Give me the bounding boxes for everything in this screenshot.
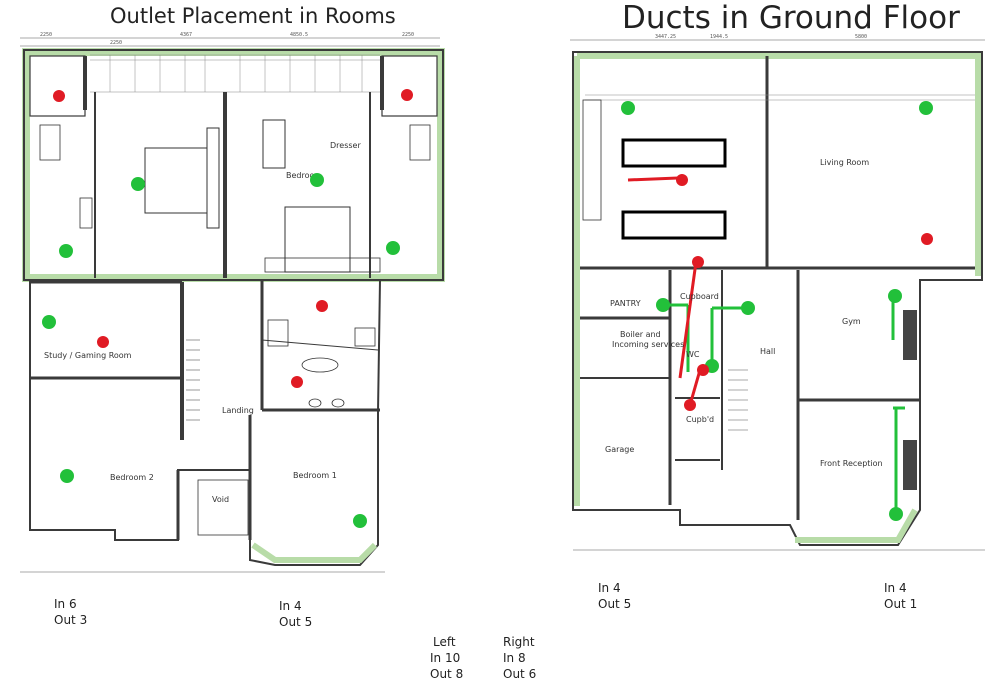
room-label-study: Study / Gaming Room (44, 351, 132, 360)
room-label-incoming: Incoming services (612, 340, 684, 349)
room-label-landing: Landing (222, 406, 254, 415)
extract-outlet-marker (684, 399, 696, 411)
total-left-counts: Left In 10 Out 8 (430, 634, 463, 682)
extract-outlet-marker (316, 300, 328, 312)
dim-ff-4: 4850.5 (290, 32, 308, 38)
room-label-hall: Hall (760, 347, 775, 356)
gf-right-in: In 4 (884, 581, 907, 595)
room-label-wc: WC (686, 350, 700, 359)
supply-inlet-marker (310, 173, 324, 187)
supply-inlet-marker (621, 101, 635, 115)
dim-gf-2: 1944.5 (710, 34, 728, 40)
room-label-front-reception: Front Reception (820, 459, 883, 468)
gf-right-counts: In 4 Out 1 (884, 580, 917, 612)
supply-inlet-marker (919, 101, 933, 115)
extract-outlet-marker (697, 364, 709, 376)
extract-outlet-marker (97, 336, 109, 348)
room-label-gym: Gym (842, 317, 861, 326)
extract-outlet-marker (291, 376, 303, 388)
total-left-in: In 10 (430, 651, 461, 665)
total-right-out: Out 6 (503, 667, 537, 681)
supply-inlet-marker (59, 244, 73, 258)
room-label-pantry: PANTRY (610, 299, 641, 308)
dim-ff-3: 2250 (110, 40, 122, 46)
room-label-void: Void (212, 495, 229, 504)
supply-inlet-marker (353, 514, 367, 528)
ground-floor-title: Ducts in Ground Floor (622, 0, 960, 36)
ff-right-counts: In 4 Out 5 (279, 598, 312, 630)
dim-ff-1: 2250 (40, 32, 52, 38)
gf-left-out: Out 5 (598, 597, 632, 611)
total-right-head: Right (503, 635, 535, 649)
extract-outlet-marker (921, 233, 933, 245)
supply-inlet-marker (131, 177, 145, 191)
ff-left-in: In 6 (54, 597, 77, 611)
duct-lower (621, 210, 727, 240)
first-floor-plan: 2250 4367 2250 4850.5 2250 (20, 32, 445, 573)
room-label-dresser: Dresser (330, 141, 361, 150)
ff-right-in: In 4 (279, 599, 302, 613)
ff-left-out: Out 3 (54, 613, 88, 627)
ff-right-out: Out 5 (279, 615, 313, 629)
supply-inlet-marker (741, 301, 755, 315)
gf-left-counts: In 4 Out 5 (598, 580, 631, 612)
extract-outlet-marker (692, 256, 704, 268)
supply-inlet-marker (42, 315, 56, 329)
vent-markers (42, 89, 933, 528)
supply-inlet-marker (889, 507, 903, 521)
supply-inlet-marker (60, 469, 74, 483)
supply-inlet-marker (888, 289, 902, 303)
total-right-counts: Right In 8 Out 6 (503, 634, 536, 682)
dim-gf-1: 3447.25 (655, 34, 676, 40)
first-floor-title: Outlet Placement in Rooms (110, 4, 396, 28)
gf-right-out: Out 1 (884, 597, 918, 611)
room-label-bedroom-2: Bedroom 2 (110, 473, 154, 482)
ground-floor-plan: 3447.25 1944.5 5800 (570, 34, 985, 551)
dim-ff-2: 4367 (180, 32, 192, 38)
extract-outlet-marker (676, 174, 688, 186)
room-label-cupboard: Cupboard (680, 292, 719, 301)
ff-upper-insulation (22, 48, 445, 282)
dim-ff-5: 2250 (402, 32, 414, 38)
total-left-out: Out 8 (430, 667, 464, 681)
room-label-main-bedroom: Bedroo (286, 171, 314, 180)
supply-inlet-marker (656, 298, 670, 312)
total-right-in: In 8 (503, 651, 526, 665)
room-label-bedroom-1: Bedroom 1 (293, 471, 337, 480)
room-label-garage: Garage (605, 445, 634, 454)
extract-outlet-marker (53, 90, 65, 102)
supply-inlet-marker (386, 241, 400, 255)
room-label-boiler: Boiler and (620, 330, 661, 339)
ff-left-counts: In 6 Out 3 (54, 596, 87, 628)
dim-gf-3: 5800 (855, 34, 867, 40)
ff-upper-wall (23, 49, 444, 281)
total-left-head: Left (433, 635, 456, 649)
extract-outlet-marker (401, 89, 413, 101)
room-label-cupbd: Cupb'd (686, 415, 714, 424)
room-label-living: Living Room (820, 158, 869, 167)
duct-upper (621, 138, 727, 168)
gf-left-in: In 4 (598, 581, 621, 595)
